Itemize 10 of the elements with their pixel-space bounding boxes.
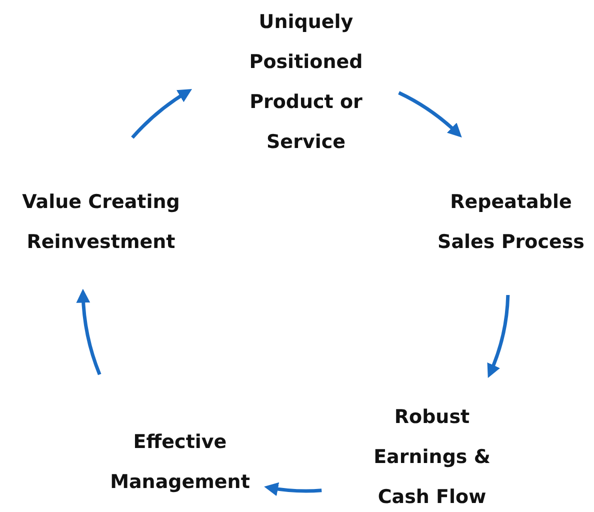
arrow: [264, 482, 322, 496]
arrow: [398, 91, 462, 138]
step-label: Value Creating Reinvestment: [21, 190, 181, 255]
arrow: [486, 294, 510, 378]
arrow: [76, 288, 102, 376]
step-label: Repeatable Sales Process: [436, 190, 586, 255]
step-label: Robust Earnings & Cash Flow: [372, 404, 492, 510]
arrow: [131, 88, 192, 139]
step-label: Effective Management: [109, 430, 251, 495]
step-label: Uniquely Positioned Product or Service: [248, 10, 364, 155]
